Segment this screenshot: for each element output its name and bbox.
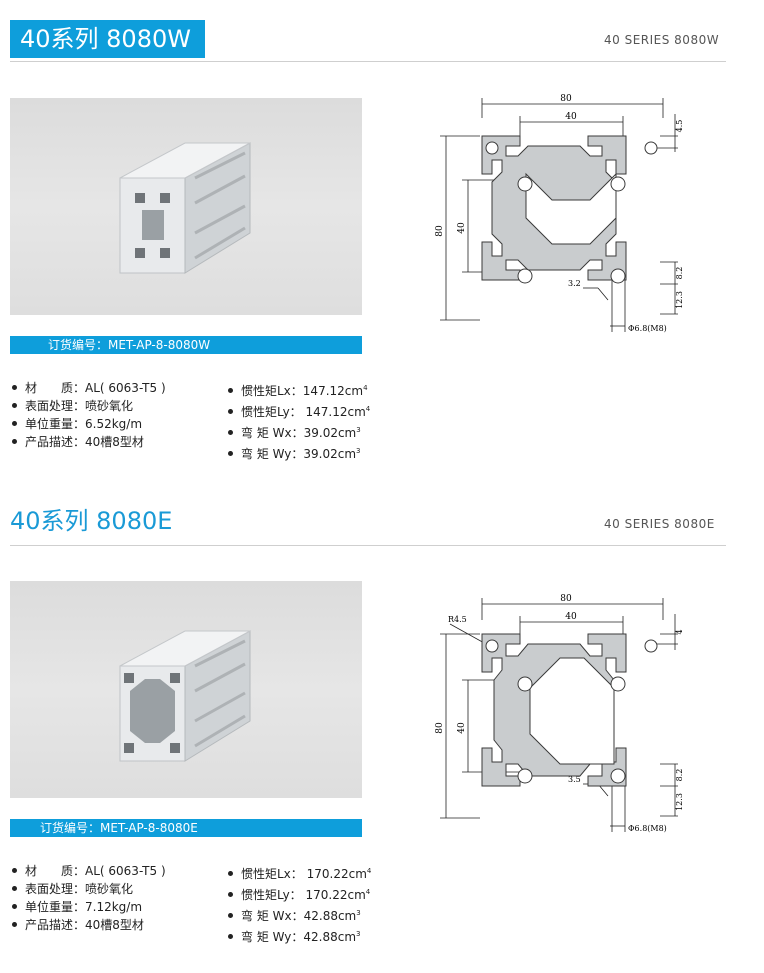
dim-slot-b: 12.3 (675, 291, 684, 309)
spec-item: 弯 矩 Wx：39.02cm3 (228, 421, 370, 442)
section-title: 40系列 8080W (10, 20, 205, 58)
series-label: 40 SERIES 8080W (604, 33, 720, 47)
spec-list-left: 材 质：AL( 6063-T5 ) 表面处理：喷砂氧化 单位重量：7.12kg/… (12, 862, 166, 934)
profile-photo-illustration (119, 142, 251, 274)
dim-wall: 3.5 (568, 775, 581, 784)
cross-section-drawing: 80 40 80 40 4.5 3.2 8.2 12.3 Φ6.8(M8) (435, 94, 684, 333)
section-title: 40系列 8080E (10, 507, 173, 535)
dim-overall-height: 80 (435, 225, 445, 237)
spec-item: 弯 矩 Wx：42.88cm3 (228, 904, 371, 925)
spec-list-left: 材 质：AL( 6063-T5 ) 表面处理：喷砂氧化 单位重量：6.52kg/… (12, 379, 166, 451)
spec-item: 弯 矩 Wy：39.02cm3 (228, 442, 370, 463)
dim-top: 4 (675, 629, 684, 634)
spec-list-right: 惯性矩Lx：147.12cm4 惯性矩Ly： 147.12cm4 弯 矩 Wx：… (228, 379, 370, 463)
dim-slot-a: 8.2 (675, 267, 684, 280)
series-label: 40 SERIES 8080E (604, 517, 715, 531)
spec-item: 惯性矩Lx：147.12cm4 (228, 379, 370, 400)
dim-top: 4.5 (675, 120, 684, 133)
dim-inner-width: 40 (565, 112, 577, 122)
spec-item: 表面处理：喷砂氧化 (12, 880, 166, 898)
spec-item: 表面处理：喷砂氧化 (12, 397, 166, 415)
dim-radius: R4.5 (448, 615, 467, 624)
spec-item: 产品描述：40槽8型材 (12, 916, 166, 934)
dim-overall-width: 80 (560, 594, 572, 604)
spec-item: 材 质：AL( 6063-T5 ) (12, 379, 166, 397)
spec-item: 惯性矩Ly： 147.12cm4 (228, 400, 370, 421)
spec-item: 单位重量：7.12kg/m (12, 898, 166, 916)
product-photo (10, 98, 362, 315)
dim-overall-height: 80 (435, 722, 445, 734)
spec-item: 材 质：AL( 6063-T5 ) (12, 862, 166, 880)
product-photo (10, 581, 362, 798)
spec-item: 惯性矩Lx： 170.22cm4 (228, 862, 371, 883)
cross-section-drawing: 80 40 80 40 4 R4.5 3.5 8.2 12.3 Φ6.8(M8) (435, 594, 684, 833)
spec-list-right: 惯性矩Lx： 170.22cm4 惯性矩Ly： 170.22cm4 弯 矩 Wx… (228, 862, 371, 946)
dim-inner-height: 40 (457, 222, 467, 234)
dim-overall-width: 80 (560, 94, 572, 104)
spec-item: 单位重量：6.52kg/m (12, 415, 166, 433)
dim-slot-a: 8.2 (675, 769, 684, 782)
divider (10, 61, 726, 62)
profile-shape (481, 633, 627, 787)
dim-slot-b: 12.3 (675, 793, 684, 811)
spec-item: 产品描述：40槽8型材 (12, 433, 166, 451)
spec-item: 弯 矩 Wy：42.88cm3 (228, 925, 371, 946)
spec-item: 惯性矩Ly： 170.22cm4 (228, 883, 371, 904)
dim-wall: 3.2 (568, 279, 581, 288)
order-number-bar: 订货编号：MET-AP-8-8080E (10, 819, 362, 837)
dim-hole: Φ6.8(M8) (628, 824, 667, 833)
dim-inner-width: 40 (565, 612, 577, 622)
order-number-bar: 订货编号：MET-AP-8-8080W (10, 336, 362, 354)
profile-photo-illustration (119, 630, 251, 762)
profile-shape (481, 135, 627, 281)
dim-hole: Φ6.8(M8) (628, 324, 667, 333)
divider (10, 545, 726, 546)
dim-inner-height: 40 (457, 722, 467, 734)
